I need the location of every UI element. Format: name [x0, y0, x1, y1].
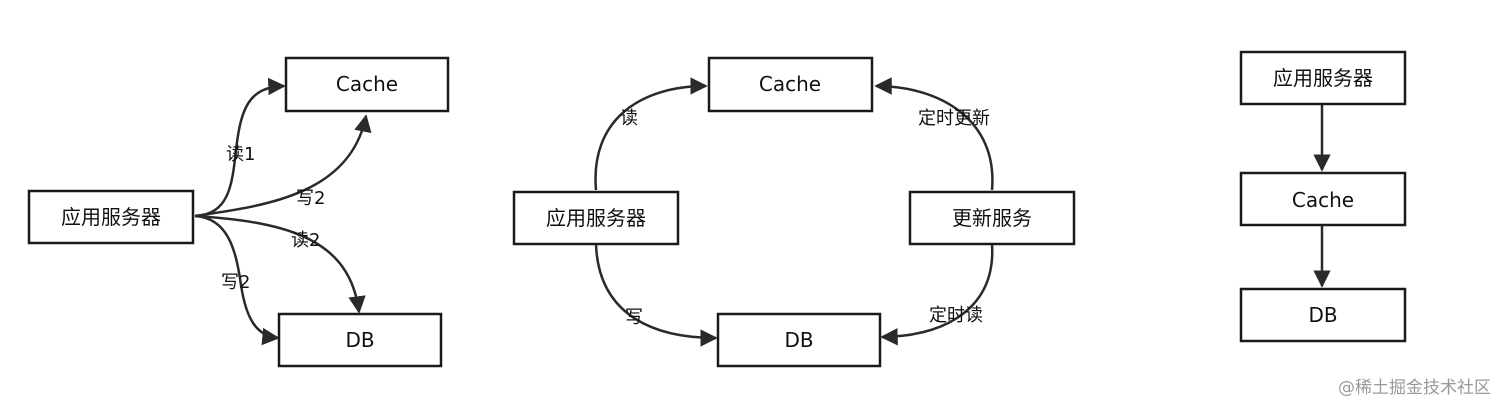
node-d2-db-label: DB: [784, 328, 813, 352]
node-d1-app-label: 应用服务器: [61, 205, 161, 229]
label-d1-write2-db: 写2: [221, 272, 250, 293]
edge-d1-read1: [194, 77, 286, 218]
node-d3-db-label: DB: [1308, 303, 1337, 327]
edge-d1-read2: [194, 214, 366, 314]
node-d2-updater: 更新服务: [908, 190, 1076, 246]
node-d1-cache: Cache: [284, 56, 450, 113]
label-d2-read: 读: [620, 108, 638, 129]
label-d1-write2-cache: 写2: [296, 188, 325, 209]
node-d1-db: DB: [277, 312, 443, 368]
label-d2-timed-read: 定时读: [929, 305, 983, 326]
label-d1-read2: 读2: [291, 230, 320, 251]
watermark: @稀土掘金技术社区: [1338, 378, 1491, 398]
label-d2-timed-update: 定时更新: [918, 108, 990, 129]
node-d3-cache-label: Cache: [1292, 188, 1354, 212]
node-d3-db: DB: [1239, 287, 1407, 343]
node-d1-cache-label: Cache: [336, 72, 398, 96]
node-d3-app: 应用服务器: [1239, 50, 1407, 106]
diagram-3: 应用服务器 Cache DB: [1239, 50, 1407, 343]
edge-d2-timed-update: [874, 77, 994, 191]
edge-d1-write2-cache: [194, 114, 372, 218]
node-d3-app-label: 应用服务器: [1273, 66, 1373, 90]
edge-d2-timed-read: [880, 243, 994, 346]
node-d2-cache-label: Cache: [759, 72, 821, 96]
edge-d2-read: [594, 77, 708, 191]
node-d2-app-label: 应用服务器: [546, 206, 646, 230]
node-d1-app: 应用服务器: [27, 189, 195, 245]
node-d2-updater-label: 更新服务: [952, 206, 1032, 230]
edge-d1-write2-db: [194, 214, 280, 346]
label-d2-write: 写: [625, 307, 643, 328]
diagram-1: 读1 写2 读2 写2 应用服务器 Cache DB: [27, 56, 450, 368]
node-d2-db: DB: [716, 312, 882, 368]
edge-d2-write: [594, 243, 718, 347]
diagram-2: 读 定时更新 写 定时读 Cache 应用服务器 更新服务 DB: [512, 56, 1076, 368]
node-d2-app: 应用服务器: [512, 190, 680, 246]
node-d1-db-label: DB: [345, 328, 374, 352]
node-d3-cache: Cache: [1239, 171, 1407, 227]
label-d1-read1: 读1: [226, 144, 255, 165]
node-d2-cache: Cache: [707, 56, 874, 113]
